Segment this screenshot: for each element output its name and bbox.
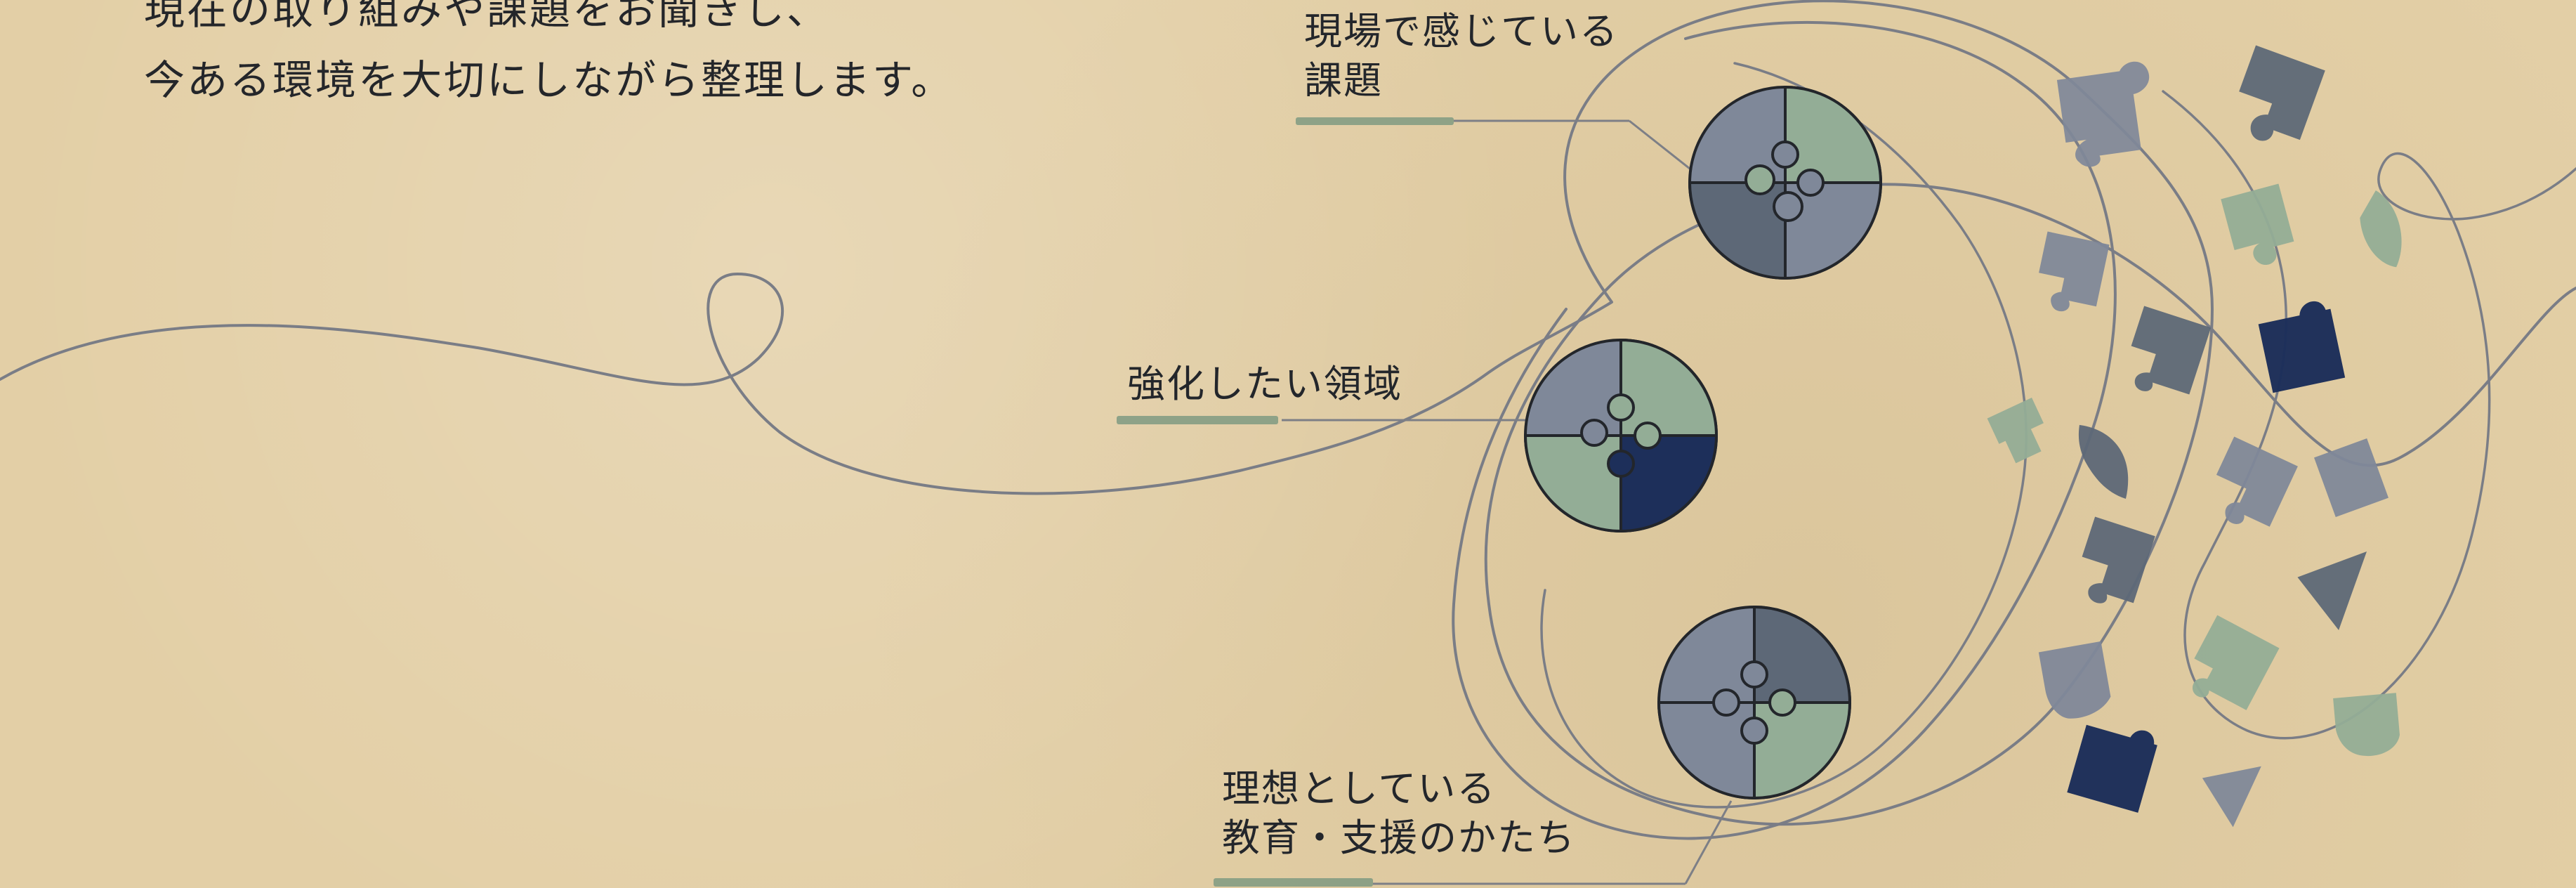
challenges-label-underline bbox=[1296, 117, 1454, 125]
challenges-label: 現場で感じている 課題 bbox=[1304, 7, 1619, 105]
challenges-label-line-1: 現場で感じている bbox=[1304, 9, 1619, 53]
strengthen-label: 強化したい領域 bbox=[1127, 362, 1402, 406]
loose-puzzle-piece-5 bbox=[2039, 231, 2110, 311]
puzzle-circle-bottom bbox=[1657, 605, 1852, 800]
puzzle-circle-middle bbox=[1523, 338, 1719, 533]
puzzle-circle-top bbox=[1688, 85, 1883, 280]
challenges-label-line-2: 課題 bbox=[1304, 58, 1383, 103]
strengthen-label-underline bbox=[1117, 416, 1278, 424]
loose-puzzle-piece-10 bbox=[2216, 436, 2298, 527]
loose-puzzle-piece-16 bbox=[2333, 693, 2400, 757]
loose-puzzle-piece-11 bbox=[2314, 438, 2388, 517]
ideal-label-line-2: 教育・支援のかたち bbox=[1222, 816, 1576, 860]
loose-puzzle-piece-12 bbox=[2082, 516, 2155, 603]
loose-puzzle-piece-17 bbox=[2067, 724, 2157, 813]
loose-puzzle-piece-7 bbox=[2258, 301, 2346, 393]
loose-puzzle-piece-15 bbox=[2193, 615, 2280, 710]
loose-puzzle-piece-9 bbox=[2078, 424, 2129, 500]
loose-puzzle-piece-6 bbox=[2131, 306, 2212, 395]
ideal-connector-line-2 bbox=[1684, 800, 1733, 884]
loose-puzzle-piece-8 bbox=[1987, 398, 2044, 464]
loose-puzzle-piece-1 bbox=[2056, 61, 2150, 167]
decorative-outer-loop bbox=[1452, 20, 2117, 840]
loose-puzzle-piece-13 bbox=[2297, 551, 2367, 630]
ideal-label-line-1: 理想としている bbox=[1222, 766, 1497, 811]
ideal-label-underline bbox=[1214, 878, 1373, 887]
loose-puzzle-piece-4 bbox=[2360, 190, 2402, 268]
loose-puzzle-piece-3 bbox=[2221, 183, 2294, 265]
decorative-inner-loop bbox=[1540, 62, 2028, 809]
intro-line-2: 今ある環境を大切にしながら整理します。 bbox=[144, 56, 954, 104]
ideal-label: 理想としている 教育・支援のかたち bbox=[1222, 764, 1576, 863]
intro-text: 現在の取り組みや課題をお聞きし、 今ある環境を大切にしながら整理します。 bbox=[144, 0, 954, 115]
loose-puzzle-piece-18 bbox=[2202, 766, 2261, 828]
loose-puzzle-piece-14 bbox=[2038, 641, 2111, 719]
loose-puzzle-piece-2 bbox=[2239, 45, 2325, 141]
curving-thread-line bbox=[0, 0, 2576, 826]
intro-line-1: 現在の取り組みや課題をお聞きし、 bbox=[144, 0, 830, 34]
